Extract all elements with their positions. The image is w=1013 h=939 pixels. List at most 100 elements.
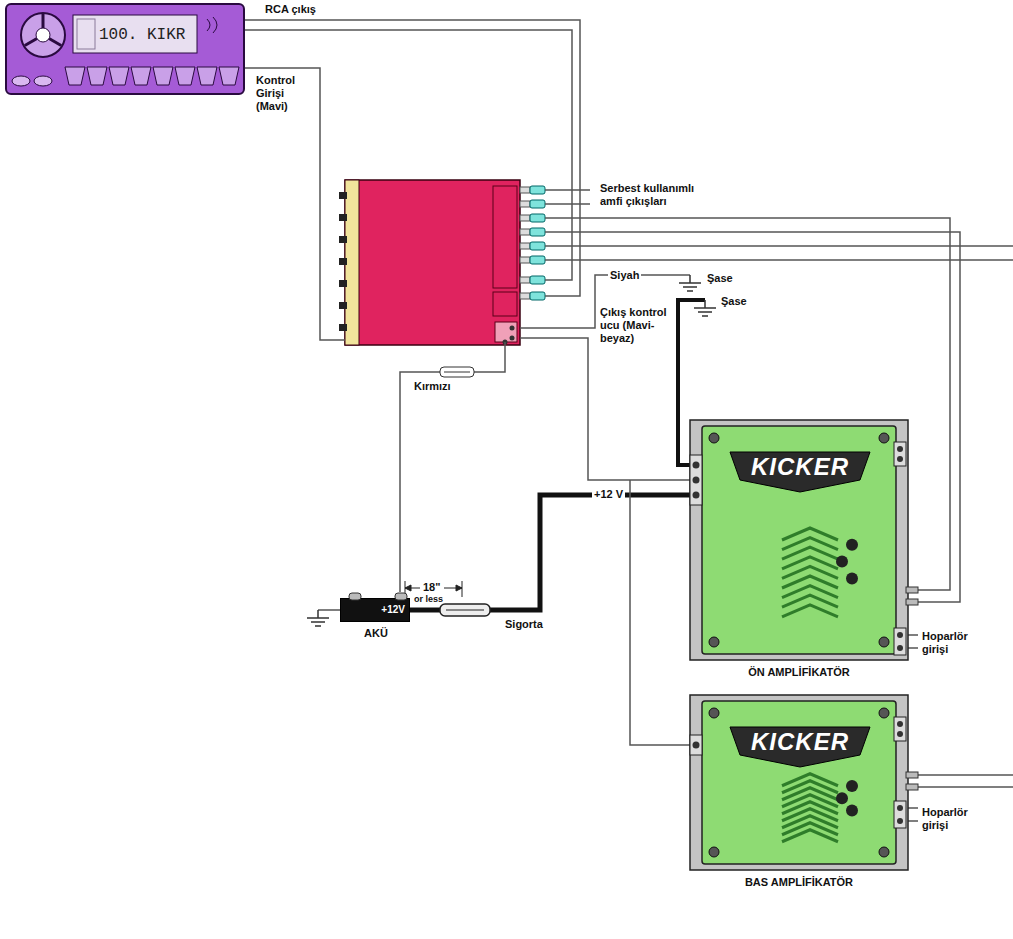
part-stroke: [846, 780, 858, 792]
part-stroke: [879, 847, 889, 857]
wire-label: Hoparlör girişi: [922, 806, 994, 832]
part-stroke: [693, 477, 700, 484]
part-stroke: [349, 593, 361, 600]
wire-label: Çıkış kontrol ucu (Mavi-beyaz): [600, 306, 674, 345]
crossover-unit: [510, 336, 515, 341]
signal-wire: [918, 774, 1013, 776]
part-stroke: [65, 67, 85, 85]
part-stroke: [906, 587, 918, 593]
part-stroke: [709, 708, 719, 718]
part-stroke: [690, 420, 908, 660]
part-stroke: [339, 214, 347, 221]
part-stroke: [339, 280, 347, 287]
crossover-unit: [339, 180, 545, 345]
battery-terminal: [341, 592, 411, 600]
part-stroke: [693, 462, 700, 469]
part-stroke: [395, 593, 407, 600]
dimension-arrow: [405, 585, 411, 591]
part-stroke: [894, 801, 906, 828]
signal-wire: [245, 20, 580, 296]
part-stroke: [520, 187, 530, 193]
part-stroke: [879, 637, 889, 647]
part-stroke: [879, 708, 889, 718]
battery: +12VAKÜ: [340, 598, 410, 622]
crossover-unit: [510, 326, 515, 331]
amplifier: KICKERBAS AMPLİFİKATÖR: [690, 695, 908, 870]
part-stroke: [520, 243, 530, 249]
crossover-unit: [493, 292, 517, 316]
part-stroke: [693, 742, 700, 749]
part-stroke: [906, 784, 918, 790]
terminal-label: +12V: [381, 604, 405, 616]
part-stroke: [709, 847, 719, 857]
part-stroke: [520, 277, 530, 283]
part-stroke: [175, 67, 195, 85]
amplifier-title: ÖN AMPLİFİKATÖR: [670, 666, 928, 679]
wire-label: Şase: [707, 272, 733, 285]
signal-wire: [908, 820, 918, 822]
part-stroke: [906, 772, 918, 778]
part-stroke: [690, 695, 908, 870]
part-stroke: [906, 599, 918, 605]
part-stroke: [197, 67, 217, 85]
signal-wire: [520, 338, 690, 480]
crossover-knob: [339, 192, 347, 331]
part-stroke: [897, 446, 903, 452]
rca-plug: [520, 186, 545, 300]
crossover-unit: [345, 180, 359, 345]
signal-wire: [318, 609, 340, 611]
part-stroke: [894, 717, 906, 741]
part-stroke: [897, 645, 903, 651]
signal-wire: [545, 245, 1013, 247]
part-stroke: [530, 200, 545, 208]
part-stroke: [690, 455, 702, 505]
part-stroke: [709, 637, 719, 647]
part-stroke: [109, 67, 129, 85]
part-stroke: [77, 19, 95, 49]
brand-logo: KICKER: [730, 454, 870, 480]
ground-symbol: [307, 610, 329, 626]
part-stroke: [339, 236, 347, 243]
head-unit: 100. KIKR: [5, 3, 245, 95]
part-stroke: [702, 701, 896, 864]
signal-wire: [908, 807, 918, 809]
part-stroke: [530, 292, 545, 300]
part-stroke: [702, 426, 896, 654]
part-stroke: [782, 605, 838, 617]
power-cable: [410, 495, 690, 610]
signal-wire: [630, 480, 690, 745]
part-stroke: [782, 830, 838, 842]
part-stroke: [530, 214, 545, 222]
wire-label: Sigorta: [505, 618, 543, 631]
wire-label: RCA çıkış: [265, 3, 316, 16]
wire-label: Siyah: [608, 269, 641, 282]
part-stroke: [520, 215, 530, 221]
crossover-unit: [493, 186, 517, 288]
signal-wire: [400, 342, 505, 592]
part-stroke: [530, 242, 545, 250]
signal-wire: [545, 189, 590, 191]
part-stroke: [846, 539, 858, 551]
ground-symbol: [679, 275, 701, 291]
part-stroke: [36, 28, 50, 42]
part-stroke: [339, 192, 347, 199]
part-stroke: [520, 201, 530, 207]
fuse: [440, 367, 490, 616]
wire-label: 18": [423, 581, 440, 594]
part-stroke: [846, 805, 858, 817]
part-stroke: [153, 67, 173, 85]
part-stroke: [219, 67, 239, 85]
part-stroke: [846, 572, 858, 584]
part-stroke: [894, 628, 906, 655]
amplifier-drawing: [690, 695, 908, 870]
part-stroke: [339, 258, 347, 265]
part-stroke: [339, 302, 347, 309]
dimension-arrow: [462, 581, 463, 597]
signal-wire: [545, 203, 590, 205]
part-stroke: [690, 735, 702, 755]
battery-label: AKÜ: [341, 627, 411, 640]
crossover-unit: [345, 180, 520, 345]
head-unit-drawing: [7, 5, 243, 93]
part-stroke: [530, 256, 545, 264]
crossover-unit: [495, 322, 517, 342]
